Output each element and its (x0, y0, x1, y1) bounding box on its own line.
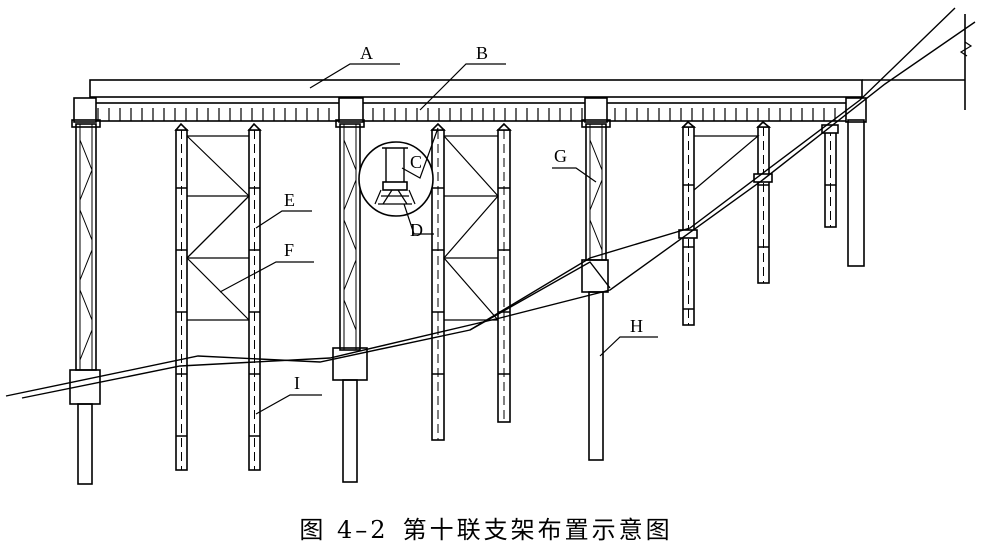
label-G: G (554, 146, 567, 166)
lattice-tower-3 (581, 119, 611, 461)
abutment-column (847, 119, 865, 267)
deck-slab (89, 14, 973, 110)
figure-number: 图 4–2 (299, 516, 389, 544)
label-H: H (630, 316, 643, 336)
lattice-tower-2 (332, 119, 368, 483)
detail-callout (358, 141, 434, 217)
label-A: A (360, 43, 373, 63)
label-D: D (410, 220, 423, 240)
label-I: I (294, 373, 300, 393)
bridge-support-diagram: A B C D E F G H I (5, 7, 976, 485)
cross-bracing (186, 135, 760, 321)
label-F: F (284, 240, 294, 260)
pipe-columns (174, 120, 839, 471)
ground-profile (5, 7, 976, 399)
label-E: E (284, 190, 295, 210)
leader-lines (219, 63, 658, 415)
lattice-tower-1 (69, 119, 101, 485)
label-B: B (476, 43, 488, 63)
labels: A B C D E F G H I (284, 43, 643, 393)
distribution-beam (74, 102, 866, 122)
label-C: C (410, 152, 422, 172)
figure-title: 第十联支架布置示意图 (402, 516, 673, 544)
figure-caption: 图 4–2 第十联支架布置示意图 (0, 510, 986, 545)
